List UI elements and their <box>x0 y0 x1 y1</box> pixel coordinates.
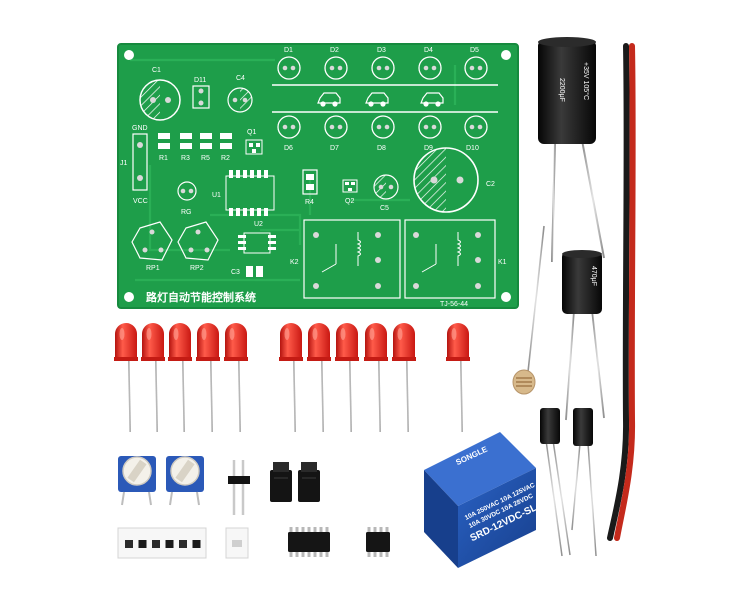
car-icon <box>365 92 389 107</box>
smd-resistor <box>125 540 133 548</box>
trimmer-potentiometer <box>118 456 156 506</box>
label-r2: R2 <box>221 155 230 162</box>
label-rg: RG <box>181 209 192 216</box>
pcb-code: TJ-56-44 <box>440 301 468 308</box>
red-led <box>141 323 165 440</box>
label-r4: R4 <box>305 199 314 206</box>
label-d9: D9 <box>424 145 433 152</box>
transistor <box>298 462 320 502</box>
label-d4: D4 <box>424 47 433 54</box>
red-led <box>196 323 220 440</box>
label-r5: R5 <box>201 155 210 162</box>
label-q2: Q2 <box>345 198 354 205</box>
led-pads-bottom <box>277 115 488 139</box>
label-u2: U2 <box>254 221 263 228</box>
photoresistor <box>512 225 545 395</box>
label-d10: D10 <box>466 145 479 152</box>
red-led <box>279 323 303 440</box>
label-vcc: VCC <box>133 198 148 205</box>
label-rp1: RP1 <box>146 265 160 272</box>
capacitor-470uf: 470μF <box>562 250 605 421</box>
red-led <box>392 323 416 440</box>
pcb-board: C1 D11 C4 GND J1 VCC R1 R3 R5 R2 <box>117 43 519 309</box>
led-pads-top <box>277 56 488 80</box>
smd-resistor <box>165 540 174 548</box>
red-led <box>307 323 331 440</box>
label-d1: D1 <box>284 47 293 54</box>
car-icon <box>420 92 444 107</box>
cap-large-rating: +35V 105°C <box>582 62 590 100</box>
smd-resistor <box>152 540 160 548</box>
trimmer-potentiometer <box>166 456 204 506</box>
led-row <box>114 323 470 440</box>
red-led <box>364 323 388 440</box>
small-capacitor <box>571 408 597 557</box>
u2-footprint <box>238 232 276 254</box>
smd-capacitor <box>225 527 249 559</box>
label-j1: J1 <box>120 160 128 167</box>
label-d6: D6 <box>284 145 293 152</box>
smd-resistor-pads <box>158 133 232 149</box>
smd-resistor-strip <box>117 527 207 559</box>
cap-medium-value: 470μF <box>590 266 597 286</box>
label-d11: D11 <box>194 77 206 84</box>
label-c3: C3 <box>231 269 240 276</box>
label-d3: D3 <box>377 47 386 54</box>
pin-header <box>228 460 250 515</box>
label-gnd: GND <box>132 125 148 132</box>
cap-large-value: 2200μF <box>558 78 565 102</box>
k1-footprint <box>404 219 496 299</box>
mount-hole <box>501 292 511 302</box>
wire-pair <box>607 43 636 541</box>
label-q1: Q1 <box>247 129 256 136</box>
transistor <box>270 462 292 502</box>
ic-soic-14 <box>288 527 330 557</box>
k2-footprint <box>303 219 401 299</box>
capacitor-2200uf: 2200μF +35V 105°C <box>538 37 605 263</box>
ic-soic-8 <box>366 527 390 557</box>
smd-resistor <box>138 540 147 548</box>
u1-footprint <box>225 170 275 216</box>
label-r3: R3 <box>181 155 190 162</box>
j1-footprint <box>132 133 148 191</box>
label-d7: D7 <box>330 145 339 152</box>
label-k2: K2 <box>290 259 299 266</box>
mount-hole <box>124 50 134 60</box>
red-led <box>224 323 248 440</box>
label-c2: C2 <box>486 181 495 188</box>
smd-resistor <box>192 540 201 548</box>
label-c4: C4 <box>236 75 245 82</box>
pcb-title: 路灯自动节能控制系统 <box>146 290 256 304</box>
rp2-footprint <box>177 221 219 261</box>
red-led <box>114 323 138 440</box>
smd-resistor <box>179 540 187 548</box>
label-d8: D8 <box>377 145 386 152</box>
red-led <box>168 323 192 440</box>
label-c5: C5 <box>380 205 389 212</box>
label-d5: D5 <box>470 47 479 54</box>
label-d2: D2 <box>330 47 339 54</box>
red-led <box>335 323 359 440</box>
label-u1: U1 <box>212 192 221 199</box>
mount-hole <box>501 50 511 60</box>
label-k1: K1 <box>498 259 507 266</box>
small-capacitor <box>540 408 571 557</box>
car-icon <box>317 92 341 107</box>
mount-hole <box>124 292 134 302</box>
label-rp2: RP2 <box>190 265 204 272</box>
label-c1: C1 <box>152 67 161 74</box>
red-led <box>446 323 470 440</box>
rp1-footprint <box>131 221 173 261</box>
label-r1: R1 <box>159 155 168 162</box>
relay: SONGLE 10A 250VAC 10A 125VAC 10A 30VDC 1… <box>424 432 548 568</box>
